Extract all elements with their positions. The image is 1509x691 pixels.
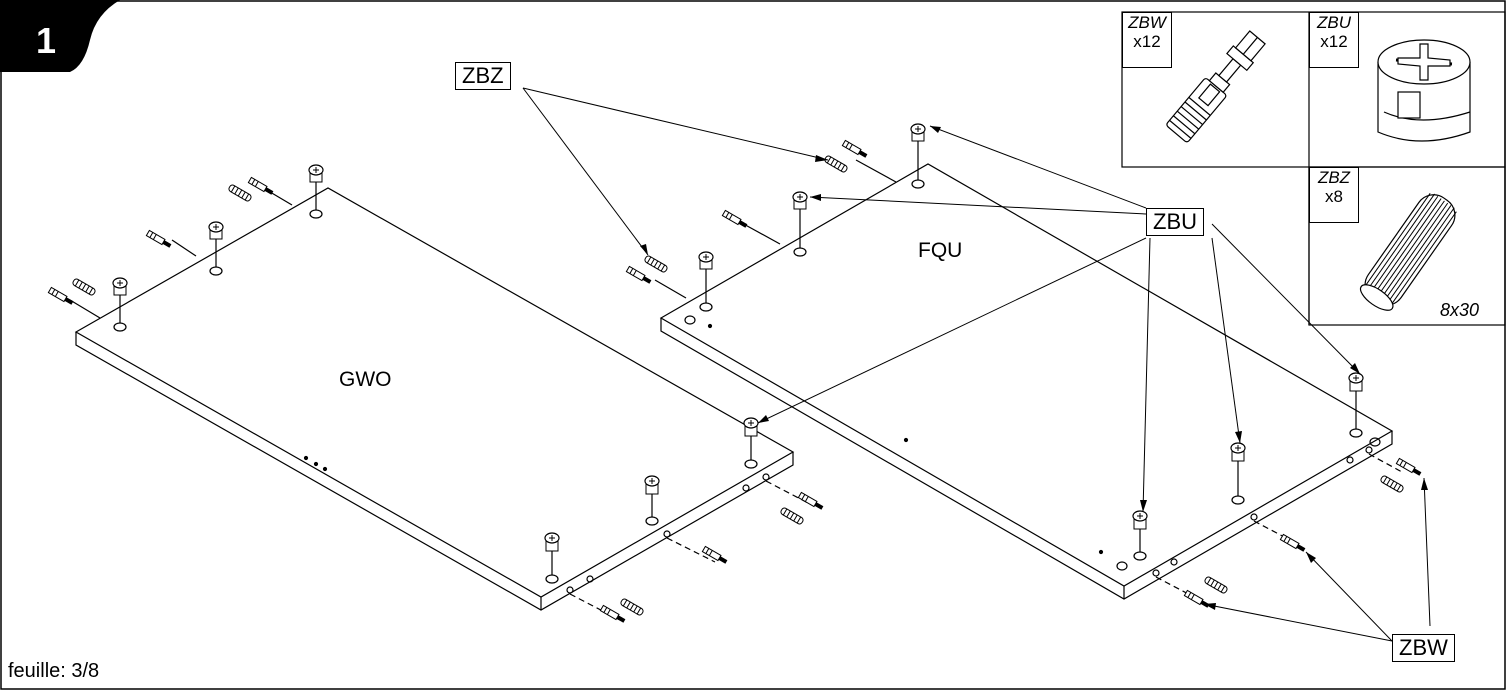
panel-gwo [69,181,811,621]
legend-tag-zbw: ZBW x12 [1122,12,1172,68]
legend-code-zbu: ZBU [1317,13,1351,32]
legend-qty-zbu: x12 [1320,32,1348,51]
step-number: 1 [36,20,57,61]
legend-code-zbz: ZBZ [1317,168,1351,187]
callout-zbz: ZBZ [455,62,511,90]
legend-qty-zbw: x12 [1133,32,1161,51]
sheet-footer: feuille: 3/8 [8,660,100,682]
panel-label-gwo: GWO [339,368,392,391]
cam-bolt-illustration [1166,30,1266,143]
callout-zbw: ZBW [1392,634,1455,662]
cam-lock-illustration [1377,39,1471,142]
legend-qty-zbz: x8 [1325,187,1343,206]
legend-tag-zbz: ZBZ x8 [1309,167,1359,223]
dowel-size: 8x30 [1440,300,1480,320]
callout-leaders [522,87,1431,642]
panel-fqu [654,140,1403,600]
arrowheads [640,126,1428,610]
panel-label-fqu: FQU [918,239,963,262]
legend-code-zbw: ZBW [1128,13,1166,32]
dowel-illustration [1359,193,1457,311]
callout-zbu: ZBU [1146,208,1204,236]
step-badge [0,0,120,72]
legend-tag-zbu: ZBU x12 [1309,12,1359,68]
